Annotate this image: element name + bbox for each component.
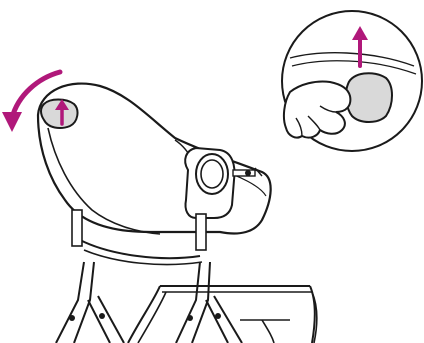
hand-icon: [284, 81, 350, 137]
detail-release-button: [346, 73, 392, 122]
chair-frame-legs: [56, 262, 317, 343]
